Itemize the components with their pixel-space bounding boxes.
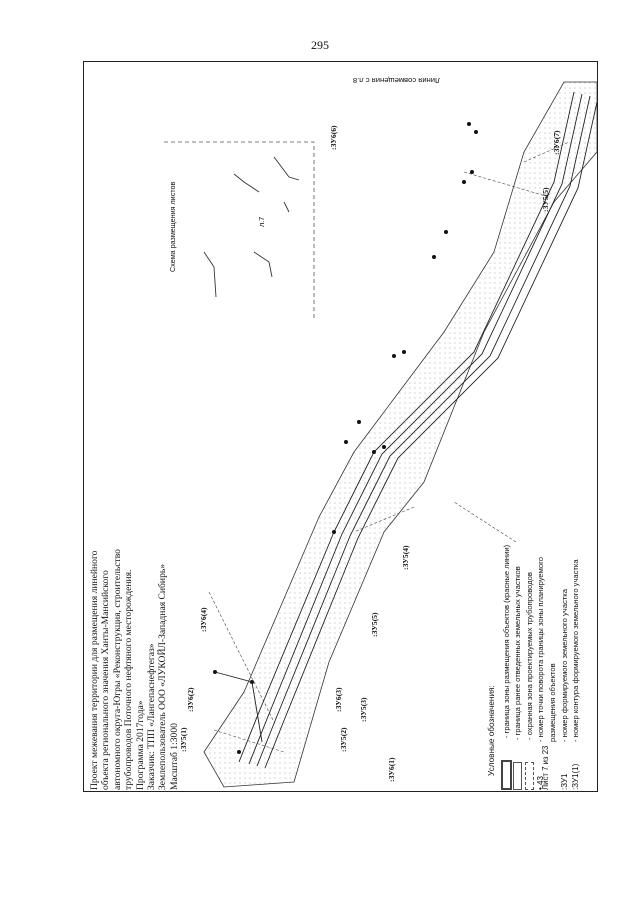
overview-track	[203, 156, 300, 298]
legend-text: - номер формируемого земельного участка	[559, 589, 569, 742]
legend-item: - граница ранее отведенных земельных уча…	[512, 545, 524, 790]
cadastral-label: :ЗУ5(5)	[541, 187, 550, 212]
allotment-symbol	[513, 762, 523, 790]
legend-text: - граница зоны размещения объектов (крас…	[501, 544, 511, 738]
title-block: Проект межевания территории для размещен…	[89, 549, 180, 790]
map-sheet: Проект межевания территории для размещен…	[83, 61, 598, 792]
cadastral-label: :ЗУ6(2)	[186, 687, 195, 712]
match-line-label: Линия совмещения с л.8	[352, 76, 440, 85]
legend-item: - граница зоны размещения объектов (крас…	[500, 544, 513, 790]
title-line: объекта регионального значения Ханты-Ман…	[100, 570, 112, 790]
title-line: трубопроводов Поточного нефтяного местор…	[123, 569, 135, 790]
boundary-segment	[214, 671, 263, 743]
page-number: 295	[311, 38, 329, 52]
cadastral-label: :ЗУ6(6)	[329, 125, 338, 150]
overview-frame	[164, 141, 315, 320]
title-line: Проект межевания территории для размещен…	[89, 550, 100, 790]
cadastral-label: :ЗУ6(7)	[552, 130, 561, 155]
sheet-label: Лист 7 из 23	[541, 745, 550, 790]
leader-lines	[208, 141, 570, 753]
legend-item: - охранная зона проектируемых трубопрово…	[524, 545, 536, 790]
legend: Условные обозначения: - граница зоны раз…	[486, 545, 582, 790]
allotment-zone	[203, 81, 597, 788]
legend-title: Условные обозначения:	[487, 685, 496, 776]
pipeline-corridor	[238, 91, 597, 769]
cadastral-label: :ЗУ6(1)	[387, 757, 396, 782]
legend-text: - охранная зона проектируемых трубопрово…	[524, 572, 534, 740]
red-line-symbol	[500, 760, 512, 790]
legend-text: - номер точки поворота границы зоны план…	[536, 557, 546, 742]
map-drawing	[164, 81, 597, 788]
title-line: Заказчик: ТПП «Лангепаснефтегаз»	[146, 643, 158, 790]
protection-zone-symbol	[525, 762, 535, 790]
title-line: Масштаб 1:3000	[168, 723, 180, 790]
contour-symbol: :ЗУ1(1)	[571, 763, 581, 790]
cadastral-label: :ЗУ5(4)	[401, 545, 410, 570]
legend-item: :ЗУ1 - номер формируемого земельного уча…	[559, 545, 571, 790]
cadastral-label: :ЗУ5(2)	[339, 727, 348, 752]
parcel-symbol: :ЗУ1	[559, 773, 569, 791]
overview-sheet-label: л.7	[257, 216, 266, 227]
title-line: автономного округа-Югры «Реконструкция, …	[111, 549, 123, 790]
title-line: Землепользователь ООО «ЛУКОЙЛ-Западная С…	[157, 563, 169, 790]
cadastral-label: :ЗУ5(5)	[370, 612, 379, 637]
legend-text: - граница ранее отведенных земельных уча…	[513, 566, 523, 740]
cadastral-label: :ЗУ6(4)	[199, 607, 208, 632]
legend-text: - номер контура формируемого земельного …	[571, 559, 581, 742]
overview-label: Схема размещения листов	[168, 181, 177, 272]
turning-points	[213, 122, 478, 754]
cadastral-label: :ЗУ5(1)	[179, 727, 188, 752]
cadastral-label: :ЗУ5(3)	[359, 697, 368, 722]
title-line: Программа 2017года»	[134, 700, 146, 790]
cadastral-label: :ЗУ6(3)	[334, 687, 343, 712]
legend-item: :ЗУ1(1) - номер контура формируемого зем…	[570, 545, 582, 790]
legend-text: размещения объектов	[547, 663, 557, 742]
